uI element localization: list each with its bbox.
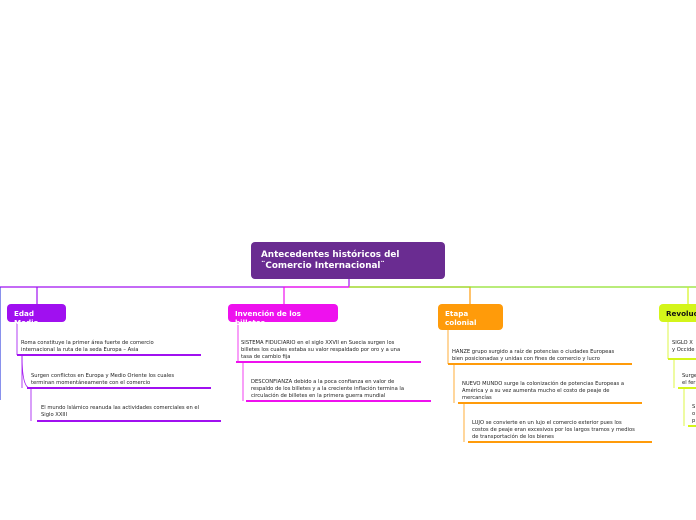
leaf-edad-2[interactable]: Surgen conflictos en Europa y Medio Orie… (31, 373, 175, 386)
leaf-etapa-3[interactable]: LUJO se convierte en un lujo el comercio… (472, 420, 635, 440)
rev-stem (667, 322, 685, 426)
edad-curve-2 (21, 354, 31, 389)
link-etapa (349, 286, 471, 304)
leaf-inv-1[interactable]: SISTEMA FIDUCIARIO en el siglo XXVII en … (241, 340, 401, 360)
inv-stem (237, 322, 244, 401)
edad-stem (16, 322, 32, 421)
branch-edad-media[interactable]: Edad Media (7, 304, 66, 327)
link-inv (283, 286, 349, 304)
leaf-etapa-1[interactable]: HANZE grupo surgido a raíz de potencias … (452, 349, 615, 362)
leaf-edad-3[interactable]: El mundo Islámico reanuda las actividade… (41, 405, 200, 418)
leaf-rev-3[interactable]: S o p (692, 404, 696, 424)
root-topic[interactable]: Antecedentes históricos del ¨Comercio In… (251, 242, 445, 279)
branch-etapa-colonial[interactable]: Etapa colonial (438, 304, 503, 330)
etapa-stem (447, 330, 465, 442)
leaf-etapa-2[interactable]: NUEVO MUNDO surge la colonización de pot… (462, 381, 625, 401)
branch-invencion-billetes[interactable]: Invención de los billetes (228, 304, 338, 327)
branch-revolucion[interactable]: Revoluc (659, 304, 696, 322)
leaf-rev-1[interactable]: SIGLO X y Occide (672, 340, 695, 353)
leaf-edad-1[interactable]: Roma constituye la primer área fuerte de… (21, 340, 154, 353)
leaf-rev-2[interactable]: Surge el fer (682, 373, 696, 386)
link-edad (0, 279, 350, 288)
leaf-inv-2[interactable]: DESCONFIANZA debido a la poca confianza … (251, 379, 405, 399)
